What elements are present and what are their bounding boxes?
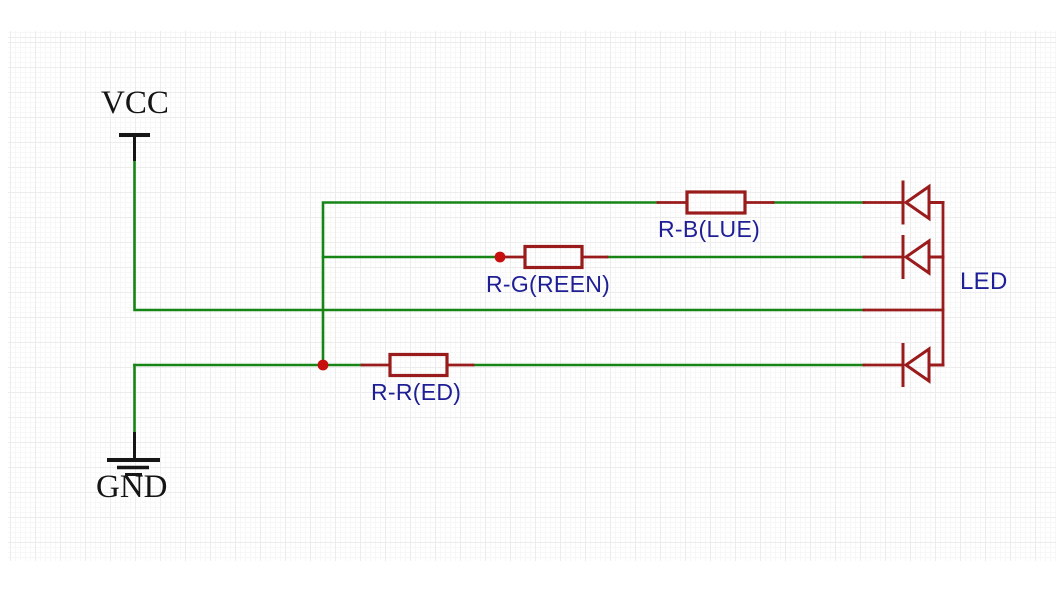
gnd-power-symbol[interactable] <box>107 432 160 476</box>
led-component[interactable] <box>862 180 945 387</box>
resistor-green-body[interactable] <box>523 244 584 270</box>
wire-branch-to-blue-row[interactable] <box>321 201 660 367</box>
diode-triangle <box>903 238 931 276</box>
led-diode-red[interactable] <box>901 343 945 387</box>
diode-triangle <box>903 346 931 384</box>
junction-dot-green-row[interactable] <box>494 251 506 263</box>
junction-dot-gnd-branch[interactable] <box>317 359 329 371</box>
diode-triangle <box>903 183 931 222</box>
resistor-blue-body[interactable] <box>685 190 747 215</box>
resistor-red-label[interactable]: R-R(ED) <box>371 379 462 405</box>
led-diode-blue[interactable] <box>901 180 945 225</box>
resistor-blue-label[interactable]: R-B(LUE) <box>658 216 761 242</box>
resistor-red[interactable] <box>360 352 475 378</box>
vcc-power-symbol[interactable] <box>119 133 150 161</box>
led-diode-green[interactable] <box>901 235 945 279</box>
grid-background <box>8 31 1056 561</box>
gnd-label[interactable]: GND <box>96 469 168 505</box>
led-label[interactable]: LED <box>960 268 1008 295</box>
resistor-red-body[interactable] <box>388 352 449 378</box>
vcc-label[interactable]: VCC <box>101 85 169 121</box>
resistor-green[interactable] <box>503 244 609 270</box>
resistor-green-label[interactable]: R-G(REEN) <box>486 271 611 297</box>
wire-vcc-to-led-common[interactable] <box>133 157 866 312</box>
resistor-blue[interactable] <box>656 190 775 215</box>
